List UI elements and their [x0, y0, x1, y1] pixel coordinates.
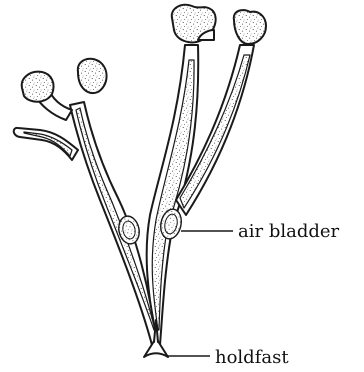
frond-tip-left-upper — [22, 72, 54, 102]
frond-tip-right-outer — [234, 10, 266, 44]
frond-tip-left-middle — [78, 59, 107, 93]
air-bladder-label: air bladder — [238, 221, 340, 242]
left-curl-branch-outline — [14, 128, 78, 160]
left-stalk-inner — [76, 108, 155, 330]
holdfast-label: holdfast — [215, 347, 289, 368]
